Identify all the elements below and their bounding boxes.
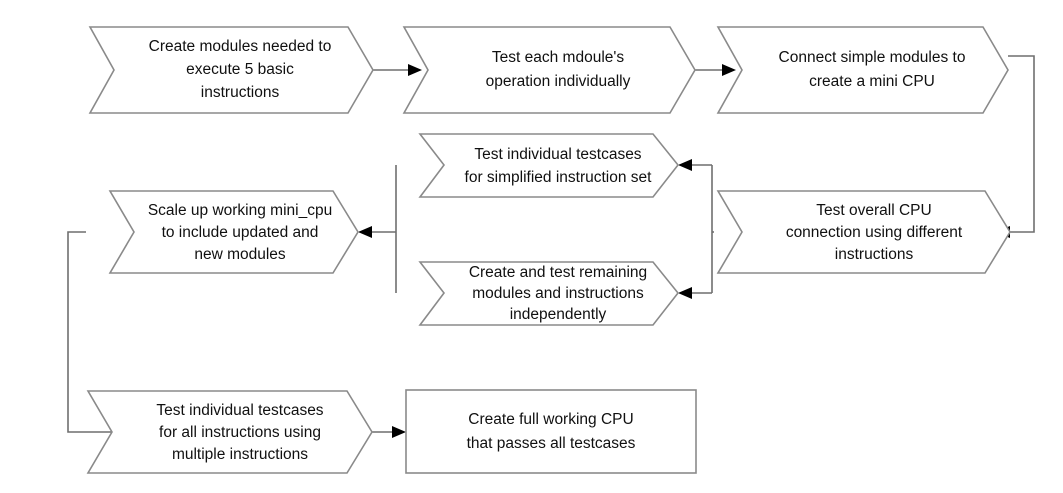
arrowhead-icon xyxy=(358,226,372,238)
arrowhead-icon xyxy=(392,426,406,438)
node-label-line: Create and test remaining xyxy=(469,264,647,281)
node-label-line: modules and instructions xyxy=(472,285,644,302)
node-label-line: for all instructions using xyxy=(159,424,321,441)
node-label-line: for simplified instruction set xyxy=(465,169,653,186)
node-label-line: create a mini CPU xyxy=(809,73,935,90)
node-label-line: independently xyxy=(510,306,607,323)
node-label-line: new modules xyxy=(194,246,286,263)
node-test-each-module[interactable]: Test each mdoule's operation individuall… xyxy=(402,26,696,114)
node-label-line: connection using different xyxy=(786,224,963,241)
chevron-shape xyxy=(716,190,1011,274)
node-label-line: Test each mdoule's xyxy=(492,49,624,66)
node-label-line: execute 5 basic xyxy=(186,61,294,78)
node-create-full-working-cpu[interactable]: Create full working CPU that passes all … xyxy=(405,389,697,474)
chevron-shape xyxy=(402,26,696,114)
arrowhead-icon xyxy=(722,64,736,76)
connector-test-each-module-to-connect-simple-modules xyxy=(694,64,736,76)
chevron-shape xyxy=(716,26,1009,114)
connector-center-nodes-to-scale-up xyxy=(358,165,397,293)
arrowhead-icon xyxy=(678,159,692,171)
node-label-line: Connect simple modules to xyxy=(779,49,966,66)
node-label-line: that passes all testcases xyxy=(467,435,636,452)
node-scale-up-mini-cpu[interactable]: Scale up working mini_cpu to include upd… xyxy=(108,190,359,274)
node-test-individual-testcases-all[interactable]: Test individual testcases for all instru… xyxy=(86,390,373,474)
rectangle-shape xyxy=(405,389,697,474)
chevron-shape xyxy=(418,133,680,198)
connector-test-individual-testcases-all-to-create-full-working-cpu xyxy=(372,426,406,438)
node-create-test-remaining-modules[interactable]: Create and test remaining modules and in… xyxy=(418,261,680,326)
chevron-shape xyxy=(86,390,373,474)
chevron-shape xyxy=(88,26,374,114)
node-label-line: Create full working CPU xyxy=(468,411,633,428)
node-label-line: multiple instructions xyxy=(172,446,308,463)
connector-line xyxy=(67,231,118,433)
node-label-line: operation individually xyxy=(486,73,631,90)
node-test-overall-cpu[interactable]: Test overall CPU connection using differ… xyxy=(716,190,1011,274)
chevron-shape xyxy=(418,261,680,326)
connector-create-modules-to-test-each-module xyxy=(372,64,422,76)
node-label-line: instructions xyxy=(835,246,914,263)
arrowhead-icon xyxy=(408,64,422,76)
node-test-individual-testcases-simplified[interactable]: Test individual testcases for simplified… xyxy=(418,133,680,198)
connector-line xyxy=(1008,55,1035,233)
node-label-line: Scale up working mini_cpu xyxy=(148,202,332,219)
node-label-line: Create modules needed to xyxy=(149,38,332,55)
arrowhead-icon xyxy=(678,287,692,299)
connector-test-overall-cpu-to-center-nodes xyxy=(678,159,714,299)
node-label-line: to include updated and xyxy=(162,224,319,241)
chevron-shape xyxy=(108,190,359,274)
node-connect-simple-modules[interactable]: Connect simple modules to create a mini … xyxy=(716,26,1009,114)
node-label-line: Test overall CPU xyxy=(816,202,931,219)
connector-connect-simple-modules-to-test-overall-cpu xyxy=(996,55,1035,238)
node-label-line: Test individual testcases xyxy=(474,146,641,163)
node-label-line: instructions xyxy=(201,84,280,101)
node-create-modules[interactable]: Create modules needed to execute 5 basic… xyxy=(88,26,374,114)
node-label-line: Test individual testcases xyxy=(156,402,323,419)
